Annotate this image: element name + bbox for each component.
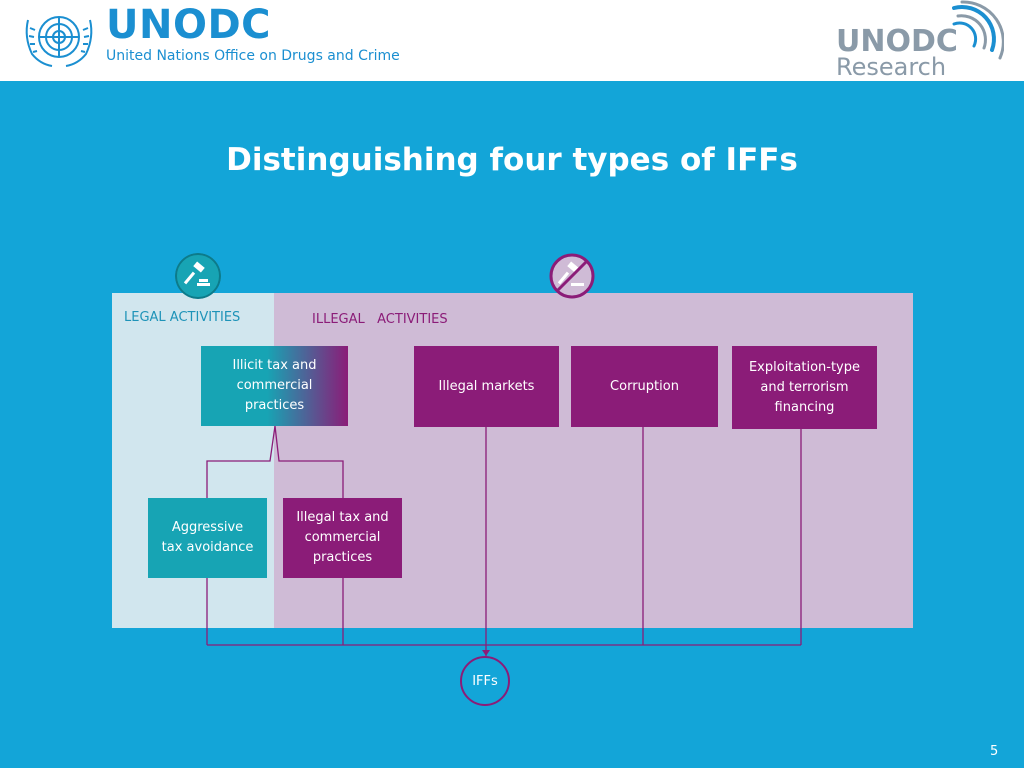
legal-activities-label: LEGAL ACTIVITIES <box>124 310 241 325</box>
research-logo-acronym: UNODC <box>836 24 958 59</box>
corruption-box: Corruption <box>571 346 718 427</box>
research-logo-word: Research <box>836 53 947 81</box>
slide-title: Distinguishing four types of IFFs <box>226 142 798 178</box>
research-swirl-icon <box>952 0 1004 60</box>
exploitation-box: Exploitation-type and terrorism financin… <box>732 346 877 429</box>
illegal-markets-box: Illegal markets <box>414 346 559 427</box>
header-bar: UNODC United Nations Office on Drugs and… <box>0 0 1024 81</box>
iffs-node: IFFs <box>460 656 510 706</box>
page-number: 5 <box>990 744 999 759</box>
org-acronym: UNODC <box>106 2 272 48</box>
illegal-activities-label: ILLEGAL ACTIVITIES <box>312 312 448 327</box>
gavel-icon <box>175 253 221 299</box>
aggressive-tax-avoidance-box: Aggressive tax avoidance <box>148 498 267 578</box>
prohibited-gavel-icon <box>549 253 595 299</box>
illicit-tax-box: Illicit tax and commercial practices <box>201 346 348 426</box>
illegal-tax-box: Illegal tax and commercial practices <box>283 498 402 578</box>
org-name: United Nations Office on Drugs and Crime <box>106 48 400 64</box>
un-emblem-icon <box>25 16 93 67</box>
